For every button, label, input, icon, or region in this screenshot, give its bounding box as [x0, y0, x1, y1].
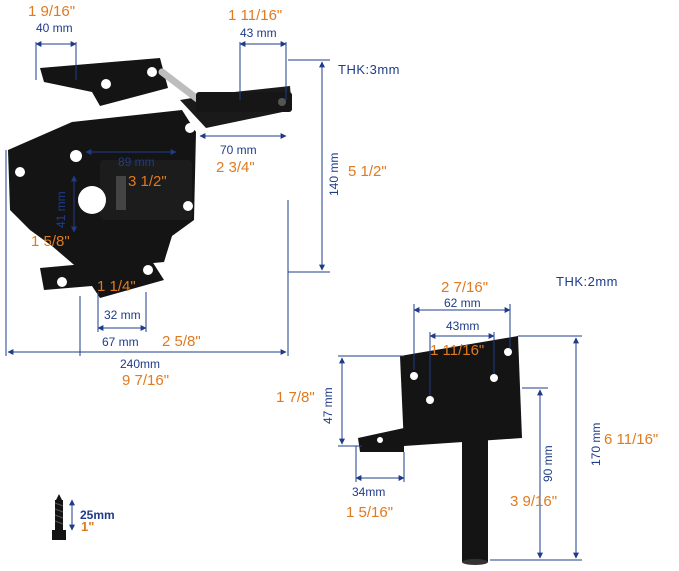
keeper-width-inches: 2 7/16": [441, 279, 489, 296]
screw-length-mm: 25mm: [80, 508, 115, 522]
latch-bolt-mm: 70 mm: [220, 143, 257, 157]
latch-top-right-inches: 1 11/16": [228, 7, 283, 24]
latch-height-mm: 140 mm: [327, 152, 341, 196]
latch-hole-inches: 1 1/4": [97, 278, 136, 295]
keeper-foot-inches: 1 5/16": [346, 504, 394, 521]
latch-bolt-inches: 2 3/4": [216, 159, 255, 176]
latch-span-inches: 2 5/8": [162, 333, 201, 350]
gate-keeper-body: [358, 336, 522, 565]
keeper-dimension-lines: [338, 304, 582, 561]
latch-slot-inches: 1 5/8": [31, 233, 70, 250]
keeper-inner-inches: 1 11/16": [430, 342, 485, 359]
keeper-height-inches: 6 11/16": [604, 431, 659, 448]
keeper-post-mm: 90 mm: [541, 445, 555, 482]
latch-top-left-mm: 40 mm: [36, 21, 73, 35]
screw-length-inches: 1": [81, 519, 95, 534]
screw-icon: [52, 494, 66, 540]
keeper-thickness: THK:2mm: [556, 274, 618, 289]
latch-thickness: THK:3mm: [338, 62, 400, 77]
latch-top-left-inches: 1 9/16": [28, 3, 76, 20]
keeper-post-inches: 3 9/16": [510, 493, 558, 510]
keeper-side-inches: 1 7/8": [276, 389, 315, 406]
latch-top-right-mm: 43 mm: [240, 26, 277, 40]
latch-dimension-lines: [5, 41, 330, 356]
keeper-width-mm: 62 mm: [444, 296, 481, 310]
latch-span-mm: 67 mm: [102, 335, 139, 349]
latch-inner-mm: 89 mm: [118, 155, 155, 169]
latch-total-mm: 240mm: [120, 357, 161, 371]
latch-height-inches: 5 1/2": [348, 163, 387, 180]
keeper-height-mm: 170 mm: [589, 422, 603, 466]
latch-total-inches: 9 7/16": [122, 372, 170, 389]
keeper-foot-mm: 34mm: [352, 485, 386, 499]
keeper-side-mm: 47 mm: [321, 387, 335, 424]
keeper-inner-mm: 43mm: [446, 319, 480, 333]
latch-inner-inches: 3 1/2": [128, 173, 167, 190]
latch-slot-mm: 41 mm: [54, 191, 68, 228]
latch-hole-mm: 32 mm: [104, 308, 141, 322]
gate-latch-body: [8, 58, 292, 298]
